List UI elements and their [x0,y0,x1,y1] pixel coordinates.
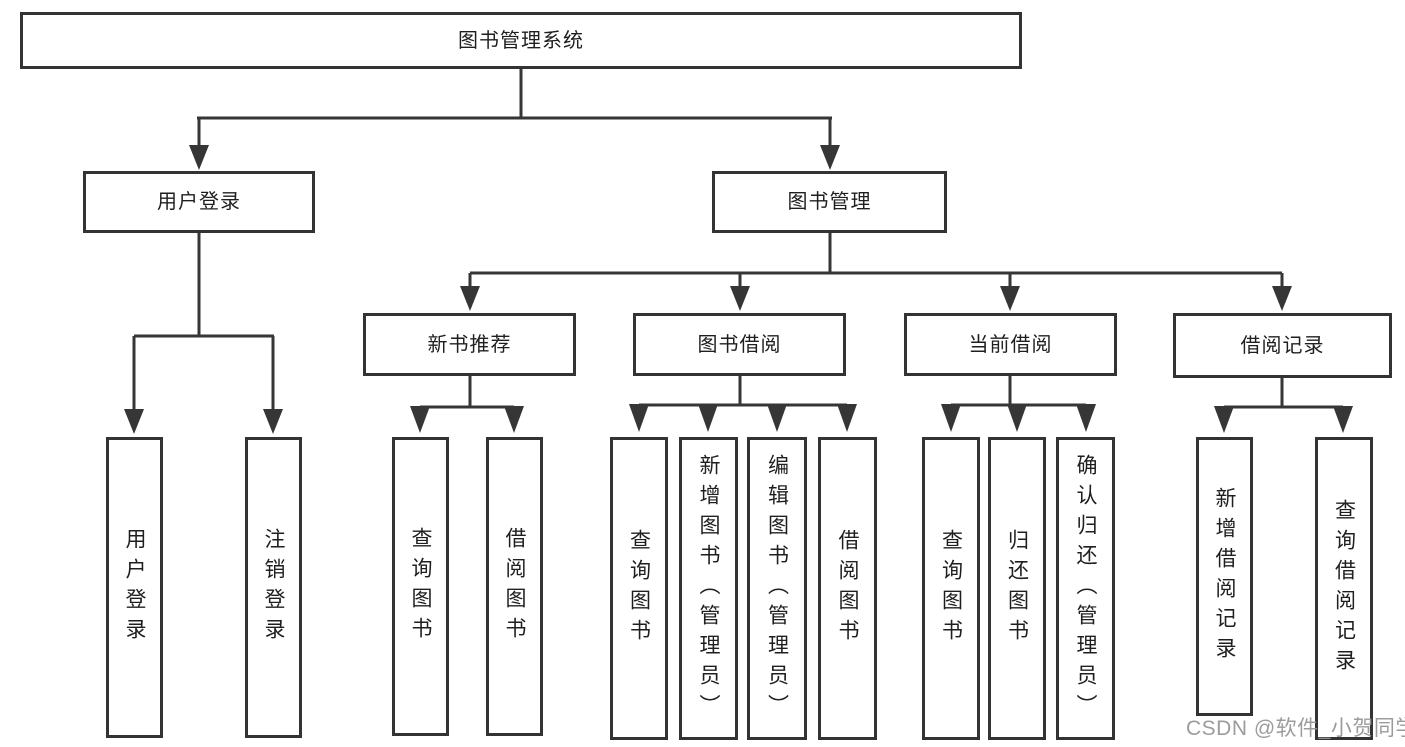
node-label: 查询图书 [939,528,963,649]
node-leaf-query-borrow-record: 查询借阅记录 [1315,437,1373,740]
node-label: 借阅图书 [836,528,859,649]
node-label: 确认归还（管理员） [1074,453,1097,724]
node-label: 新增借阅记录 [1213,486,1236,667]
node-borrowing-records: 借阅记录 [1173,313,1392,378]
arrowhead [767,404,787,432]
node-leaf-add-books-admin: 新增图书（管理员） [679,437,738,740]
arrowhead [1333,406,1353,433]
node-label: 查询图书 [409,526,432,647]
node-book-management: 图书管理 [712,171,947,233]
node-current-borrowing: 当前借阅 [904,313,1117,376]
arrowhead [189,145,209,170]
node-new-book-recommend: 新书推荐 [363,313,576,376]
arrowhead [1000,286,1020,311]
node-leaf-query-books-borrowing: 查询图书 [610,437,668,740]
node-leaf-logout: 注销登录 [245,437,302,738]
node-label: 编辑图书（管理员） [765,453,789,724]
node-book-borrowing: 图书借阅 [633,313,846,376]
csdn-watermark: CSDN @软件_小贺同学 [1186,717,1405,740]
node-label: 图书管理 [787,191,872,213]
arrowhead [837,404,857,432]
arrowhead [410,406,430,433]
node-root-library-system: 图书管理系统 [20,12,1022,69]
node-label: 归还图书 [1005,528,1029,649]
arrowhead [1272,286,1292,311]
node-label: 新增图书（管理员） [697,453,720,724]
arrowhead [1007,404,1027,432]
arrowhead [1214,406,1234,433]
node-label: 新书推荐 [427,333,512,356]
node-leaf-user-login: 用户登录 [106,437,163,738]
node-leaf-return-books: 归还图书 [988,437,1046,740]
arrowhead [124,409,144,434]
node-label: 图书管理系统 [458,29,584,52]
arrowhead [698,404,718,432]
arrowhead [504,406,524,433]
node-user-login: 用户登录 [83,171,315,233]
arrowhead [820,145,840,170]
node-label: 借阅记录 [1240,334,1325,357]
node-label: 查询借阅记录 [1332,498,1356,679]
node-label: 注销登录 [262,527,285,648]
node-leaf-edit-books-admin: 编辑图书（管理员） [747,437,807,740]
node-label: 图书借阅 [697,333,782,356]
arrowhead [460,286,480,311]
node-label: 查询图书 [627,528,651,649]
node-leaf-query-books-recommend: 查询图书 [392,437,449,736]
node-leaf-confirm-return-admin: 确认归还（管理员） [1056,437,1115,740]
arrowhead [263,409,283,434]
node-label: 用户登录 [123,527,146,648]
node-label: 借阅图书 [503,526,526,647]
arrowhead [629,404,649,432]
node-label: 当前借阅 [968,333,1053,356]
node-leaf-borrow-books-recommend: 借阅图书 [486,437,543,736]
node-label: 用户登录 [157,191,241,213]
node-leaf-add-borrow-record: 新增借阅记录 [1196,437,1253,716]
node-leaf-borrow-books: 借阅图书 [818,437,877,740]
arrowhead [941,404,961,432]
node-leaf-query-books-current: 查询图书 [922,437,980,740]
arrowhead [1076,404,1096,432]
arrowhead [730,286,750,311]
